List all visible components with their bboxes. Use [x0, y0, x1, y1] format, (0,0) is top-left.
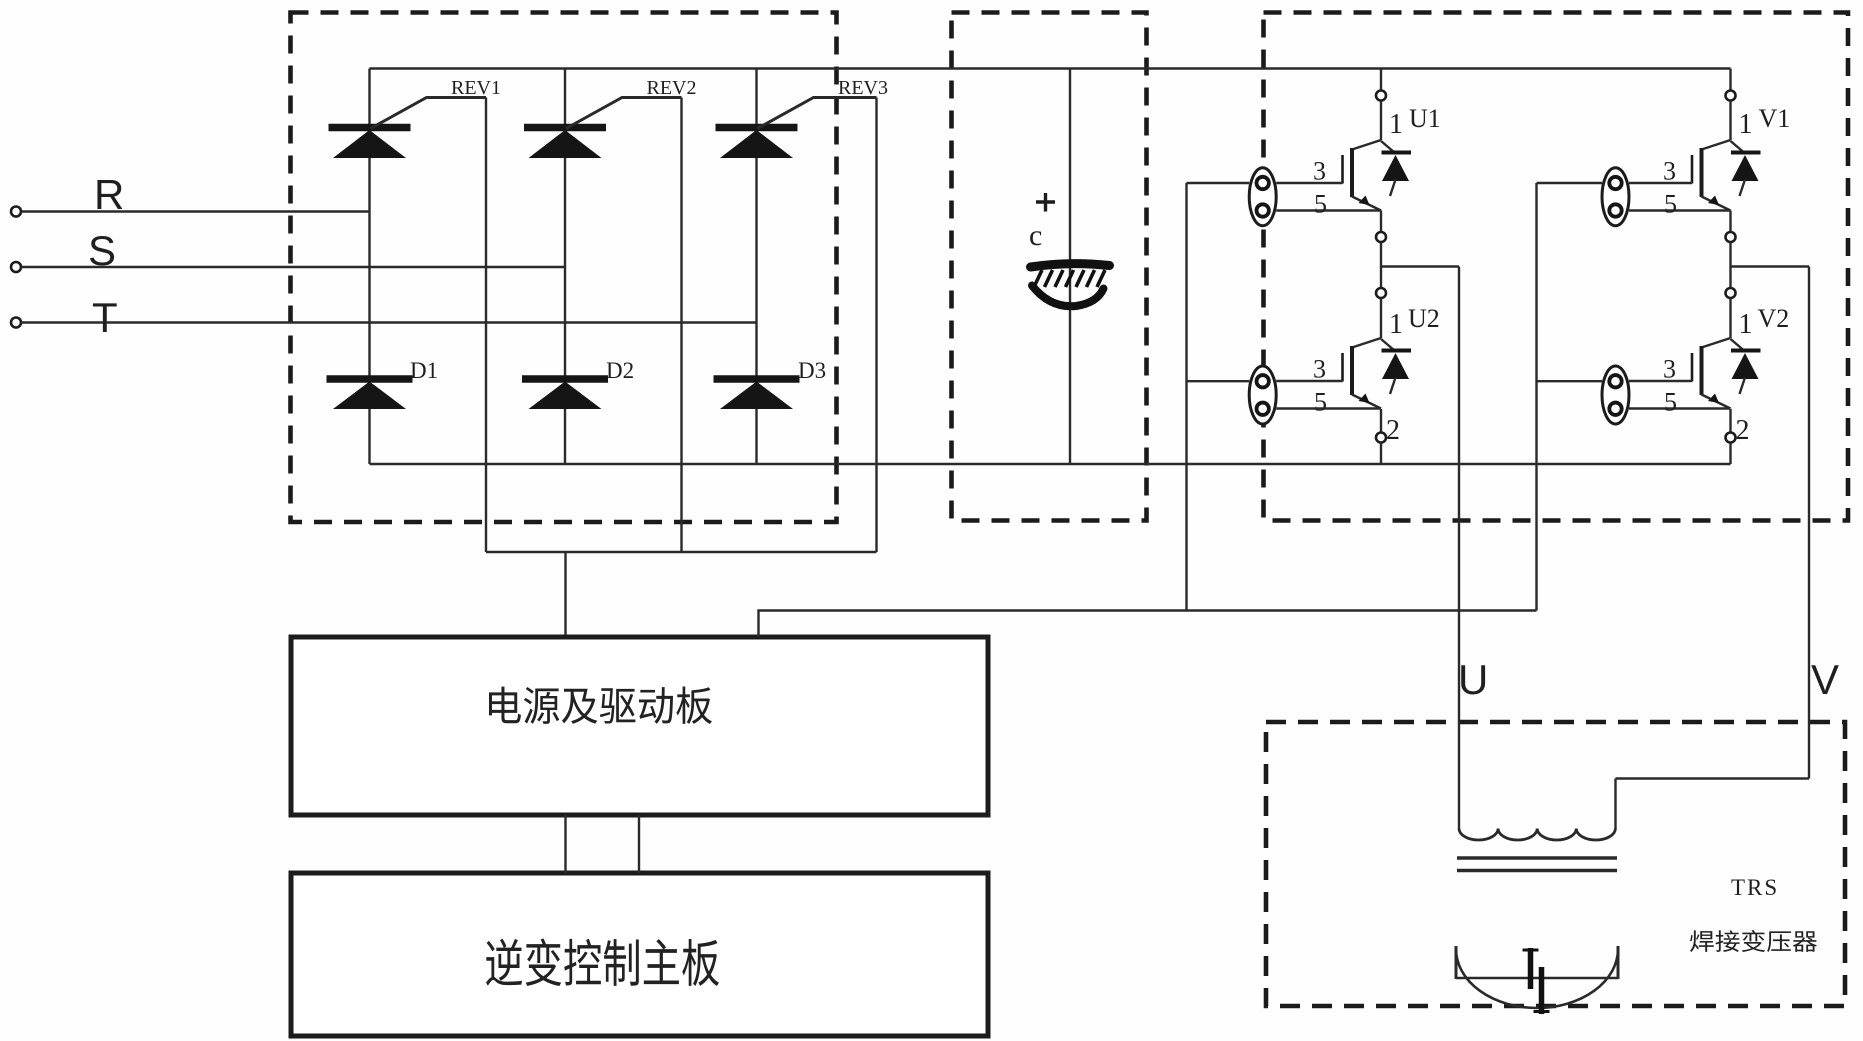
svg-text:REV2: REV2: [647, 77, 697, 99]
svg-text:3: 3: [1313, 355, 1326, 384]
svg-text:5: 5: [1664, 190, 1677, 219]
svg-text:S: S: [88, 227, 116, 274]
svg-text:3: 3: [1313, 157, 1326, 186]
svg-text:REV1: REV1: [451, 77, 501, 99]
svg-text:3: 3: [1663, 157, 1676, 186]
svg-text:1: 1: [1389, 309, 1403, 340]
svg-text:D1: D1: [410, 358, 438, 383]
svg-text:c: c: [1029, 219, 1042, 252]
svg-text:5: 5: [1314, 388, 1327, 417]
svg-text:T: T: [92, 294, 118, 341]
svg-text:U1: U1: [1409, 104, 1441, 133]
svg-text:1: 1: [1739, 309, 1753, 340]
svg-text:3: 3: [1663, 355, 1676, 384]
svg-text:5: 5: [1314, 190, 1327, 219]
svg-text:V2: V2: [1758, 304, 1790, 333]
svg-text:1: 1: [1739, 109, 1753, 140]
svg-text:2: 2: [1736, 415, 1750, 446]
svg-text:REV3: REV3: [838, 77, 888, 99]
svg-text:5: 5: [1664, 388, 1677, 417]
svg-text:D3: D3: [798, 358, 826, 383]
svg-text:U: U: [1458, 656, 1488, 703]
svg-text:D2: D2: [606, 358, 634, 383]
svg-text:V: V: [1811, 656, 1839, 703]
svg-text:2: 2: [1386, 415, 1400, 446]
svg-text:TRS: TRS: [1731, 875, 1779, 900]
svg-text:1: 1: [1389, 109, 1403, 140]
svg-text:R: R: [94, 171, 124, 218]
svg-text:U2: U2: [1408, 304, 1440, 333]
svg-text:V1: V1: [1759, 104, 1791, 133]
